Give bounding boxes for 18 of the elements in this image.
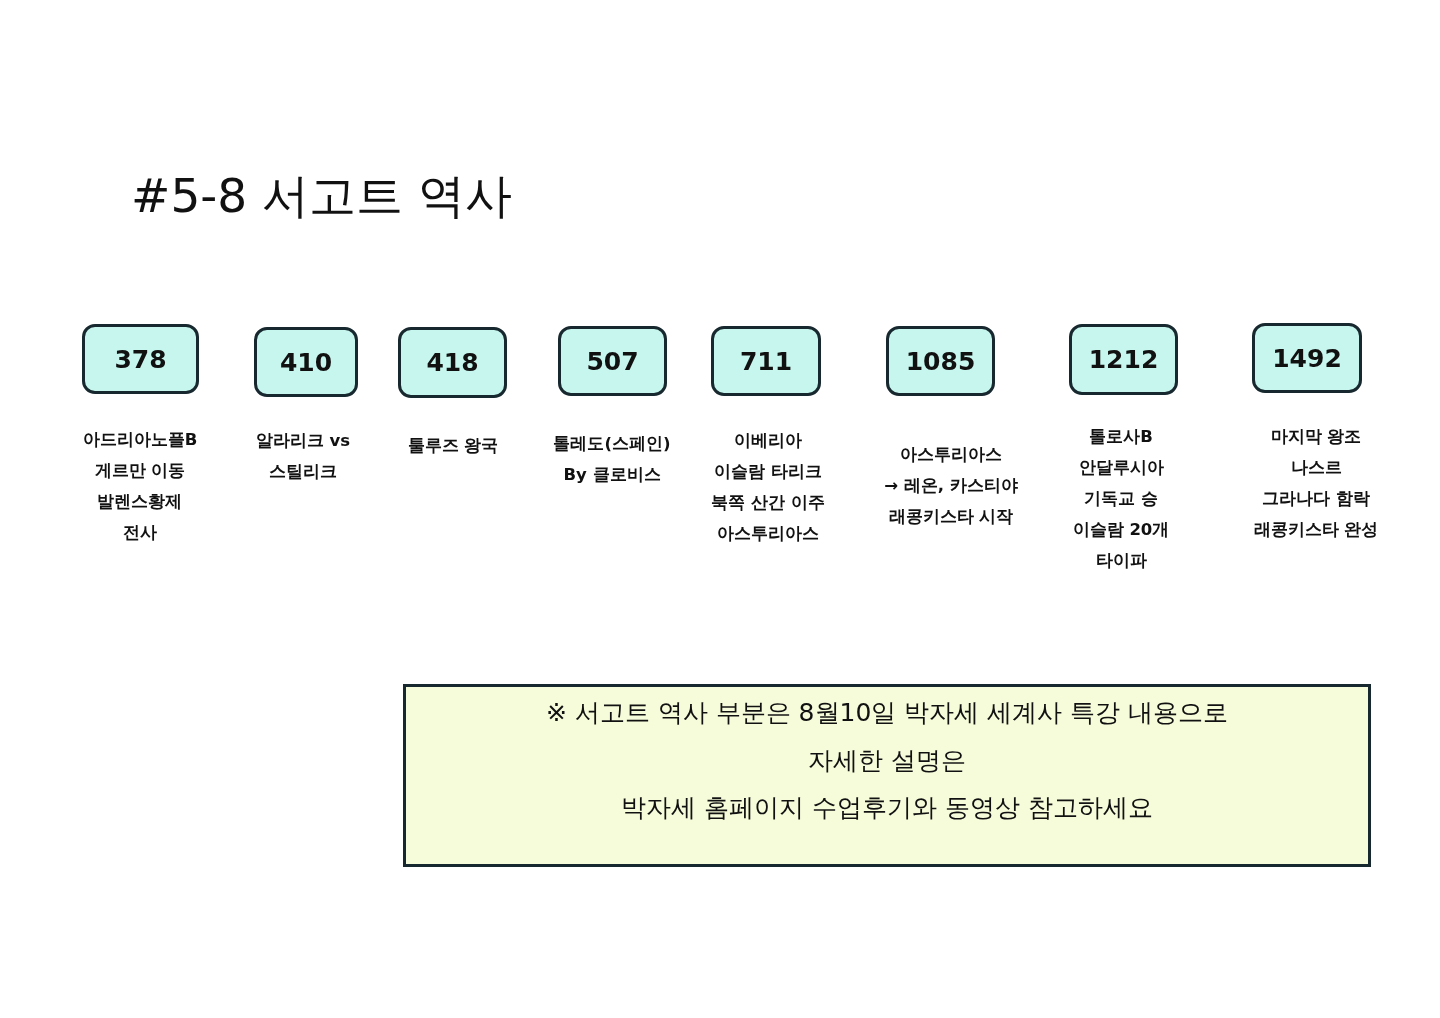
event-note: 톨레도(스페인) By 클로비스 (553, 433, 671, 486)
year-box: 711 (711, 326, 821, 396)
event-note: 툴루즈 왕국 (407, 435, 499, 457)
event-note: 아스투리아스 → 레온, 카스티야 래콩키스타 시작 (884, 444, 1018, 528)
year-box: 378 (82, 324, 199, 394)
event-note: 이베리아 이슬람 타리크 북쪽 산간 이주 아스투리아스 (711, 430, 825, 545)
year-box: 1212 (1069, 324, 1178, 395)
event-note: 마지막 왕조 나스르 그라나다 함락 래콩키스타 완성 (1253, 426, 1379, 541)
event-note: 알라리크 vs 스틸리크 (255, 430, 351, 483)
year-box: 418 (398, 327, 507, 398)
page-title: #5-8 서고트 역사 (131, 167, 513, 225)
year-box: 1492 (1252, 323, 1362, 393)
year-box: 507 (558, 326, 667, 396)
year-box: 410 (254, 327, 358, 397)
event-note: 아드리아노플B 게르만 이동 발렌스황제 전사 (82, 429, 198, 544)
note-box: ※ 서고트 역사 부분은 8월10일 박자세 세계사 특강 내용으로 자세한 설명은 박자세 홈페이지 수업후기와 동영상 참고하세요 (403, 684, 1371, 867)
event-note: 톨로사B 안달루시아 기독교 승 이슬람 20개 타이파 (1072, 426, 1170, 572)
year-box: 1085 (886, 326, 995, 396)
